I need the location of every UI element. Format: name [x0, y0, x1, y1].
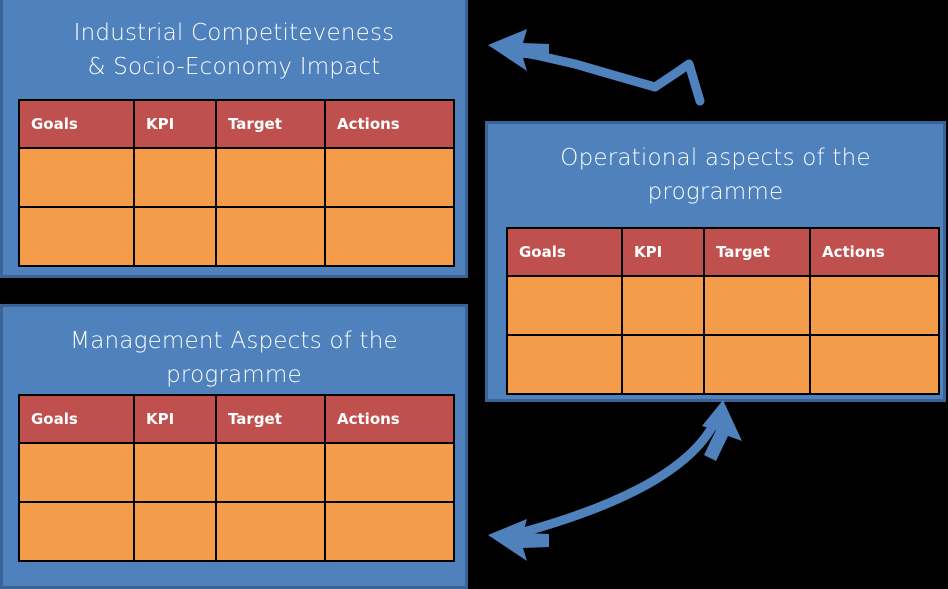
- arrow-operational-to-industrial-icon: [488, 29, 705, 106]
- table-cell[interactable]: [324, 206, 455, 267]
- kpi-table-operational[interactable]: Goals KPI Target Actions: [506, 227, 940, 395]
- table-header-row: Goals KPI Target Actions: [18, 394, 455, 444]
- table-row[interactable]: [18, 206, 455, 267]
- kpi-table-management[interactable]: Goals KPI Target Actions: [18, 394, 455, 562]
- table-cell[interactable]: [215, 147, 326, 208]
- column-header-goals[interactable]: Goals: [18, 99, 135, 149]
- table-cell[interactable]: [621, 334, 705, 395]
- table-cell[interactable]: [506, 334, 623, 395]
- table-cell[interactable]: [215, 501, 326, 562]
- table-cell[interactable]: [18, 206, 135, 267]
- table-cell[interactable]: [324, 442, 455, 503]
- table-cell[interactable]: [18, 147, 135, 208]
- panel-title-industrial: Industrial Competiteveness & Socio-Econo…: [73, 20, 395, 81]
- table-row[interactable]: [18, 501, 455, 562]
- column-header-kpi[interactable]: KPI: [133, 99, 217, 149]
- table-cell[interactable]: [809, 275, 940, 336]
- table-row[interactable]: [18, 442, 455, 503]
- table-row[interactable]: [18, 147, 455, 208]
- table-cell[interactable]: [133, 147, 217, 208]
- table-cell[interactable]: [324, 501, 455, 562]
- table-cell[interactable]: [18, 501, 135, 562]
- table-cell[interactable]: [18, 442, 135, 503]
- column-header-actions[interactable]: Actions: [324, 394, 455, 444]
- panel-title-management: Management Aspects of the programme: [70, 328, 398, 389]
- table-cell[interactable]: [215, 442, 326, 503]
- column-header-target[interactable]: Target: [703, 227, 811, 277]
- table-cell[interactable]: [621, 275, 705, 336]
- column-header-actions[interactable]: Actions: [324, 99, 455, 149]
- column-header-kpi[interactable]: KPI: [621, 227, 705, 277]
- column-header-actions[interactable]: Actions: [809, 227, 940, 277]
- table-cell[interactable]: [215, 206, 326, 267]
- table-cell[interactable]: [133, 501, 217, 562]
- table-cell[interactable]: [809, 334, 940, 395]
- arrow-management-operational-link-icon: [488, 400, 742, 561]
- table-header-row: Goals KPI Target Actions: [506, 227, 940, 277]
- column-header-goals[interactable]: Goals: [506, 227, 623, 277]
- column-header-goals[interactable]: Goals: [18, 394, 135, 444]
- table-header-row: Goals KPI Target Actions: [18, 99, 455, 149]
- table-row[interactable]: [506, 334, 940, 395]
- kpi-table-industrial[interactable]: Goals KPI Target Actions: [18, 99, 455, 267]
- table-cell[interactable]: [703, 275, 811, 336]
- table-cell[interactable]: [133, 442, 217, 503]
- table-row[interactable]: [506, 275, 940, 336]
- column-header-kpi[interactable]: KPI: [133, 394, 217, 444]
- table-cell[interactable]: [324, 147, 455, 208]
- column-header-target[interactable]: Target: [215, 99, 326, 149]
- column-header-target[interactable]: Target: [215, 394, 326, 444]
- panel-title-operational: Operational aspects of the programme: [560, 145, 871, 206]
- table-cell[interactable]: [703, 334, 811, 395]
- table-cell[interactable]: [506, 275, 623, 336]
- table-cell[interactable]: [133, 206, 217, 267]
